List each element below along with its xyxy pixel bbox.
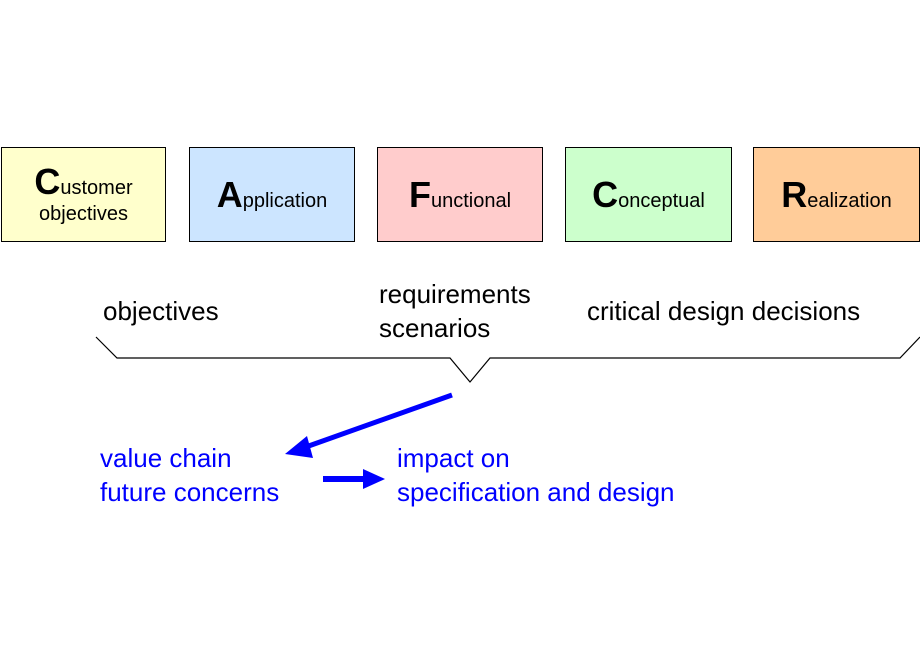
label-requirements: requirements scenarios (379, 277, 531, 345)
view-rest: ealization (807, 189, 892, 212)
view-initial: A (216, 173, 243, 215)
focus-value-chain: value chain (100, 443, 232, 473)
arrow-down-left-icon (285, 392, 453, 458)
view-rest: ustomer (60, 177, 133, 199)
view-rest: onceptual (618, 189, 705, 212)
focus-left-text: value chain future concerns (100, 441, 279, 509)
view-initial: C (34, 161, 61, 202)
view-second-line: objectives (39, 203, 128, 225)
label-requirements-line-1: requirements (379, 279, 531, 309)
focus-impact-on: impact on (397, 443, 510, 473)
label-requirements-line-2: scenarios (379, 313, 491, 343)
view-rest: unctional (430, 189, 512, 212)
focus-future-concerns: future concerns (100, 477, 280, 507)
brace-line (95, 336, 920, 383)
label-objectives: objectives (103, 296, 219, 326)
view-rest: pplication (242, 189, 328, 212)
arrow-right-icon (323, 469, 385, 489)
view-initial: C (592, 173, 619, 215)
focus-right-text: impact on specification and design (397, 441, 675, 509)
label-critical-design-decisions: critical design decisions (587, 296, 861, 326)
view-initial: F (408, 173, 431, 215)
view-initial: R (781, 173, 808, 215)
focus-specification-and-design: specification and design (397, 477, 675, 507)
